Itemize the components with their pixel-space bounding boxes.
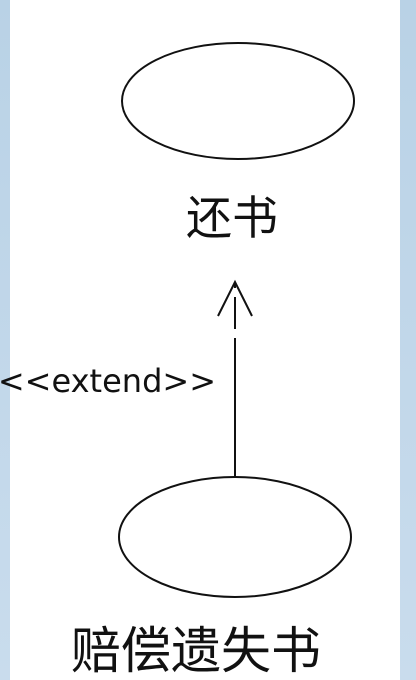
use-case-return-book[interactable]: 还书 — [121, 42, 355, 245]
use-case-label-return-book: 还书 — [186, 191, 278, 245]
extend-stereotype-label: <<extend>> — [0, 362, 216, 400]
extend-arrowhead — [217, 279, 253, 317]
left-frame-strip — [0, 0, 10, 680]
extend-relationship[interactable]: <<extend>> — [0, 279, 253, 478]
use-case-ellipse-compensate-lost-book — [118, 476, 352, 598]
use-case-ellipse-return-book — [121, 42, 355, 160]
use-case-label-compensate-lost-book: 赔偿遗失书 — [71, 622, 321, 680]
use-case-compensate-lost-book[interactable]: 赔偿遗失书 — [71, 476, 352, 680]
right-frame-strip — [400, 0, 416, 680]
